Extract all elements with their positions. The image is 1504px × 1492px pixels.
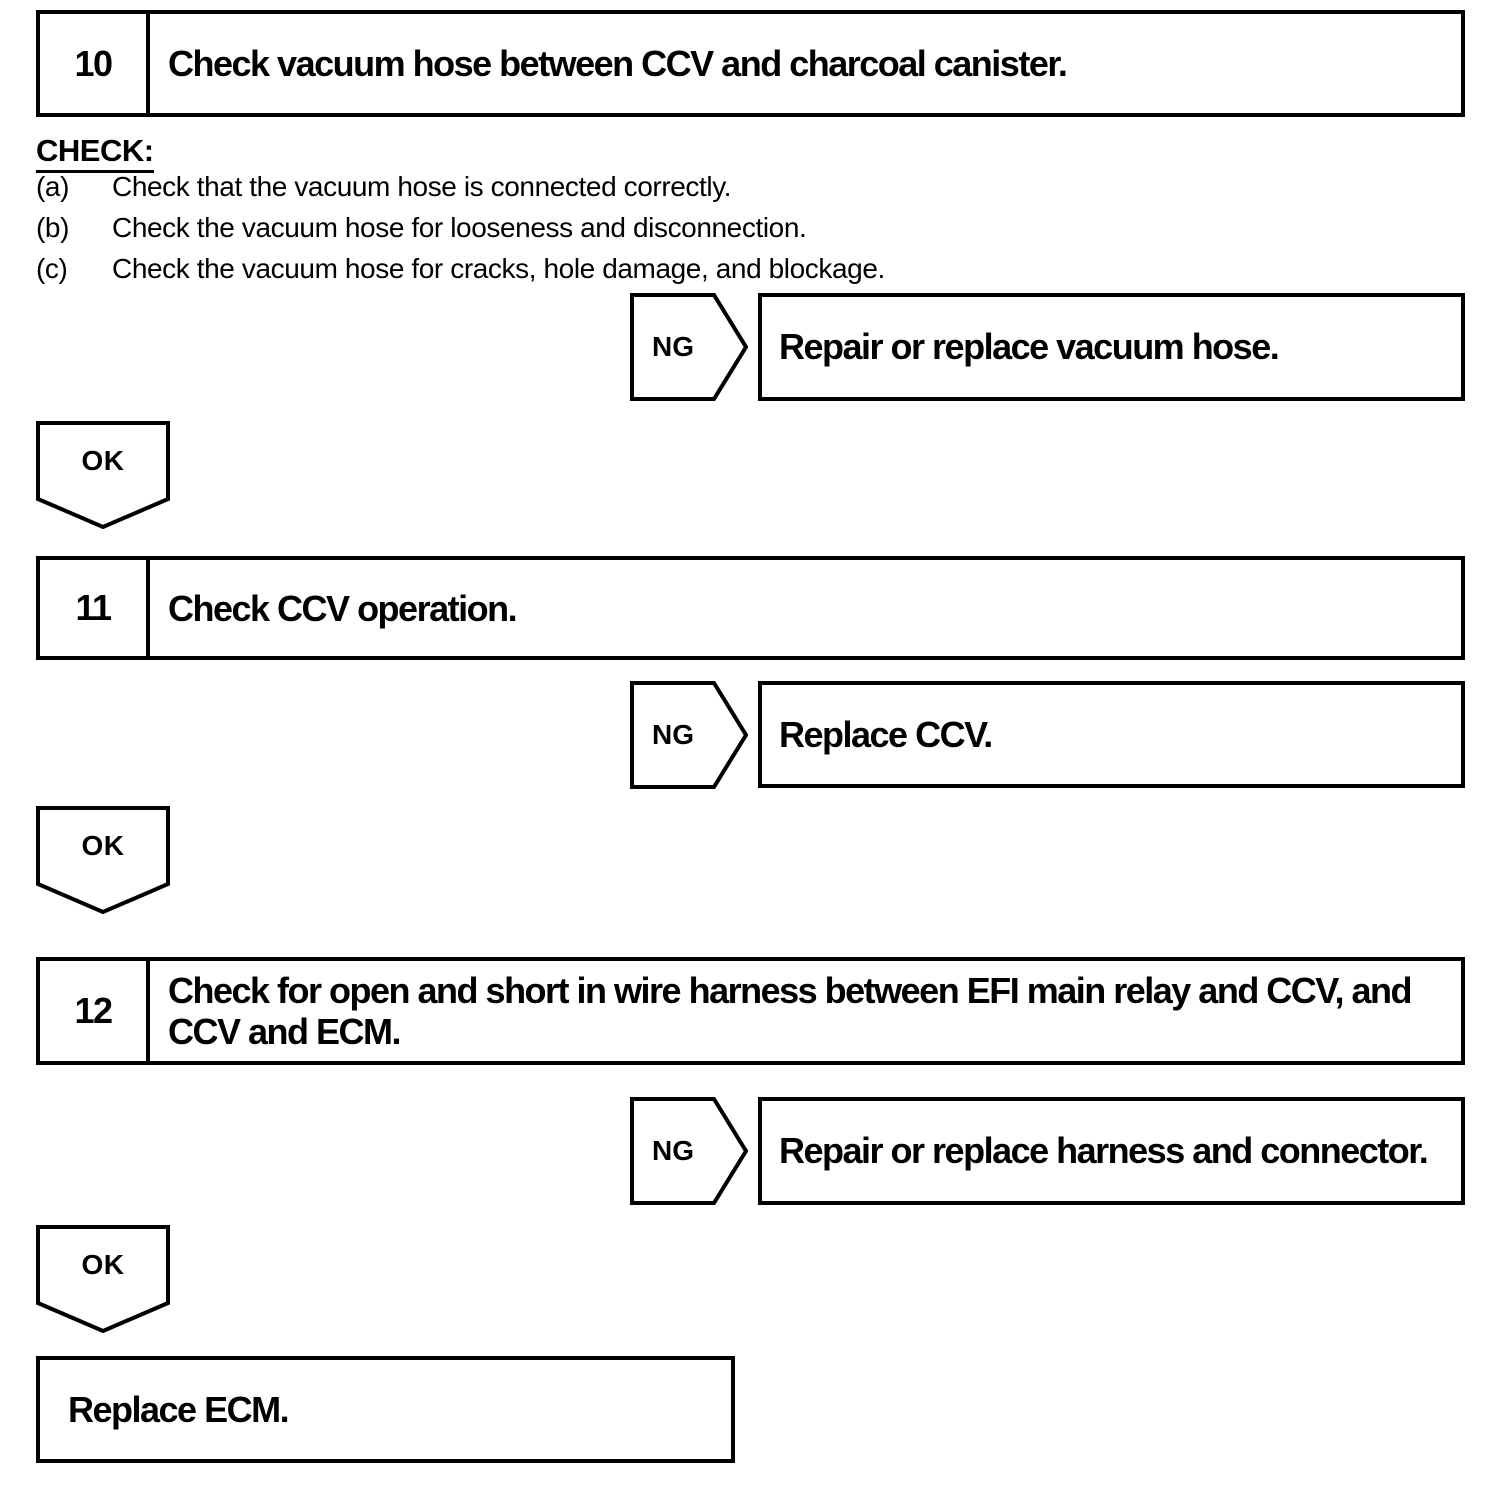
step-12-ng-action-text: Repair or replace harness and connector. <box>779 1130 1429 1171</box>
step-10-title: Check vacuum hose between CCV and charco… <box>168 43 1068 84</box>
step-11-number: 11 <box>40 560 150 656</box>
check-item-b-text: Check the vacuum hose for looseness and … <box>112 212 807 243</box>
check-item-c: (c) Check the vacuum hose for cracks, ho… <box>36 248 1456 289</box>
check-item-b-label: (b) <box>36 212 70 243</box>
check-heading: CHECK: <box>36 133 154 173</box>
ng-pentagon-shape <box>630 1097 748 1205</box>
step-11-box: 11 Check CCV operation. <box>36 556 1465 660</box>
check-item-c-text: Check the vacuum hose for cracks, hole d… <box>112 253 885 284</box>
final-action-box: Replace ECM. <box>36 1356 735 1463</box>
step-10-ok-arrow: OK <box>36 421 170 529</box>
check-heading-wrap: CHECK: <box>36 133 154 173</box>
step-10-ng-arrow: NG <box>630 293 748 401</box>
step-12-number: 12 <box>40 961 150 1061</box>
step-10-number: 10 <box>40 14 150 113</box>
ok-pentagon-shape <box>36 1225 170 1333</box>
ok-pentagon-shape <box>36 806 170 914</box>
step-11-ok-arrow: OK <box>36 806 170 914</box>
step-10-ng-action-text: Repair or replace vacuum hose. <box>779 326 1280 367</box>
step-12-box: 12 Check for open and short in wire harn… <box>36 957 1465 1065</box>
step-12-ng-label: NG <box>652 1135 694 1166</box>
step-10-ng-action-box: Repair or replace vacuum hose. <box>758 293 1465 401</box>
ok-pentagon-shape <box>36 421 170 529</box>
step-10-ng-label: NG <box>652 331 694 362</box>
check-item-a: (a) Check that the vacuum hose is connec… <box>36 166 1456 207</box>
step-12-title: Check for open and short in wire harness… <box>168 970 1413 1052</box>
step-11-ng-action-box: Replace CCV. <box>758 681 1465 788</box>
step-11-title: Check CCV operation. <box>168 587 518 629</box>
step-11-title-cell: Check CCV operation. <box>150 560 1461 656</box>
step-12-ok-arrow: OK <box>36 1225 170 1333</box>
check-item-a-label: (a) <box>36 171 70 202</box>
check-item-a-text: Check that the vacuum hose is connected … <box>112 171 732 202</box>
step-12-ng-action-box: Repair or replace harness and connector. <box>758 1097 1465 1205</box>
check-item-c-label: (c) <box>36 253 68 284</box>
step-12-ng-arrow: NG <box>630 1097 748 1205</box>
step-11-ng-label: NG <box>652 719 694 750</box>
step-11-ok-label: OK <box>81 830 125 861</box>
ng-pentagon-shape <box>630 293 748 401</box>
step-11-ng-action-text: Replace CCV. <box>779 713 993 755</box>
step-10-box: 10 Check vacuum hose between CCV and cha… <box>36 10 1465 117</box>
final-action-text: Replace ECM. <box>68 1388 290 1430</box>
step-10-ok-label: OK <box>81 445 125 476</box>
step-12-title-cell: Check for open and short in wire harness… <box>150 961 1461 1061</box>
step-12-ok-label: OK <box>81 1249 125 1280</box>
check-item-b: (b) Check the vacuum hose for looseness … <box>36 207 1456 248</box>
step-10-title-cell: Check vacuum hose between CCV and charco… <box>150 14 1461 113</box>
ng-pentagon-shape <box>630 681 748 789</box>
check-list: (a) Check that the vacuum hose is connec… <box>36 166 1456 289</box>
step-11-ng-arrow: NG <box>630 681 748 789</box>
